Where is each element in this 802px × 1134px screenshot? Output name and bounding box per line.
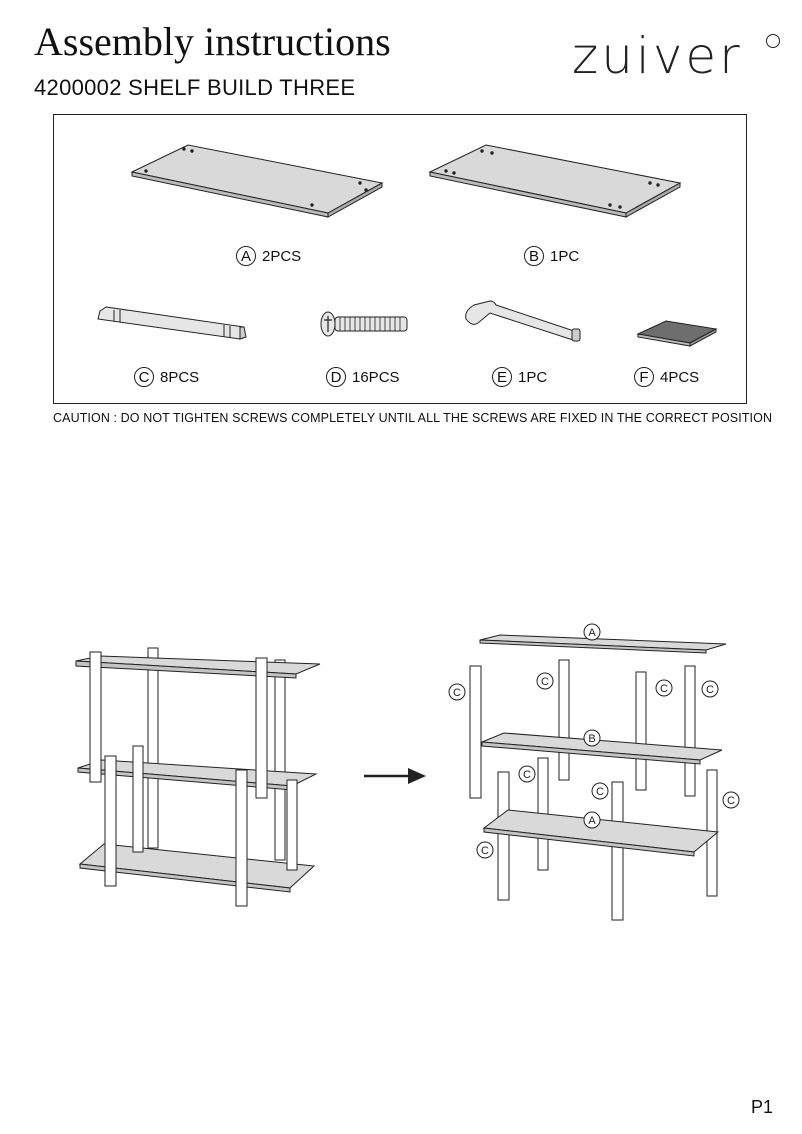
part-letter-d: D — [326, 367, 346, 387]
svg-text:C: C — [660, 683, 668, 695]
part-label-d: D 16PCS — [326, 367, 400, 387]
post-front-left-top — [89, 651, 102, 783]
document-title: Assembly instructions — [34, 19, 391, 64]
svg-text:C: C — [481, 845, 489, 857]
label-post-1: C — [448, 683, 466, 701]
part-label-c: C 8PCS — [134, 367, 199, 387]
brand-logo: zuiver — [572, 27, 743, 85]
svg-text:C: C — [706, 684, 714, 696]
post-front-left-bottom — [104, 755, 117, 887]
right-arrow-icon — [364, 768, 426, 784]
part-qty-c: 8PCS — [160, 368, 200, 386]
label-post-4: C — [701, 680, 719, 698]
exploded-post-7 — [611, 781, 624, 921]
label-post-3: C — [655, 679, 673, 697]
label-post-7: C — [722, 791, 740, 809]
exploded-post-2 — [558, 659, 570, 781]
label-bottom-shelf: A — [583, 811, 601, 829]
exploded-post-1 — [469, 665, 482, 799]
part-qty-d: 16PCS — [352, 368, 400, 386]
svg-text:C: C — [596, 786, 604, 798]
product-name: 4200002 SHELF BUILD THREE — [34, 75, 356, 100]
hex-key-icon — [465, 300, 581, 342]
part-letter-e: E — [492, 367, 512, 387]
part-qty-e: 1PC — [518, 368, 548, 386]
parts-illustrations — [97, 144, 718, 347]
exploded-shelf — [469, 634, 727, 921]
part-qty-a: 2PCS — [262, 247, 302, 265]
svg-text:A: A — [588, 815, 596, 827]
part-label-b: B 1PC — [524, 246, 579, 266]
post-front-right-bottom — [235, 769, 248, 907]
label-post-5: C — [518, 765, 536, 783]
label-top-shelf: A — [583, 623, 601, 641]
shelf-board-icon — [130, 144, 384, 218]
caution-note: CAUTION : DO NOT TIGHTEN SCREWS COMPLETE… — [53, 411, 773, 425]
label-post-8: C — [476, 841, 494, 859]
post-back-right — [274, 659, 286, 861]
assembly-diagram: A B A C C C C C C C C — [75, 623, 740, 921]
page-number: P1 — [751, 1097, 774, 1117]
post-mid-right — [286, 779, 298, 871]
part-letter-c: C — [134, 367, 154, 387]
svg-text:B: B — [588, 733, 595, 745]
exploded-labels: A B A C C C C C C C C — [448, 623, 740, 859]
label-post-6: C — [591, 782, 609, 800]
svg-text:C: C — [541, 676, 549, 688]
brand-logo-dot-icon — [766, 34, 780, 48]
assembled-shelf — [75, 647, 321, 907]
post-mid-left — [132, 745, 144, 853]
part-letter-b: B — [524, 246, 544, 266]
part-qty-f: 4PCS — [660, 368, 700, 386]
exploded-post-4 — [684, 665, 696, 797]
part-letter-f: F — [634, 367, 654, 387]
exploded-post-3 — [635, 671, 647, 791]
part-label-e: E 1PC — [492, 367, 547, 387]
exploded-post-5 — [497, 771, 510, 901]
shelf-board-icon — [428, 144, 682, 218]
label-middle-shelf: B — [583, 729, 601, 747]
post-back-left — [147, 647, 159, 849]
svg-text:C: C — [727, 795, 735, 807]
post-bar-icon — [97, 306, 247, 340]
svg-text:C: C — [453, 687, 461, 699]
label-post-2: C — [536, 672, 554, 690]
screw-icon — [320, 311, 408, 337]
parts-list-box: A 2PCS B 1PC C 8PCS D 16PCS E 1PC F 4PCS — [53, 114, 747, 404]
part-label-f: F 4PCS — [634, 367, 699, 387]
svg-text:A: A — [588, 627, 596, 639]
pad-icon — [636, 320, 718, 347]
part-letter-a: A — [236, 246, 256, 266]
part-label-a: A 2PCS — [236, 246, 301, 266]
post-front-right-top — [255, 657, 268, 799]
svg-text:C: C — [523, 769, 531, 781]
part-qty-b: 1PC — [550, 247, 580, 265]
